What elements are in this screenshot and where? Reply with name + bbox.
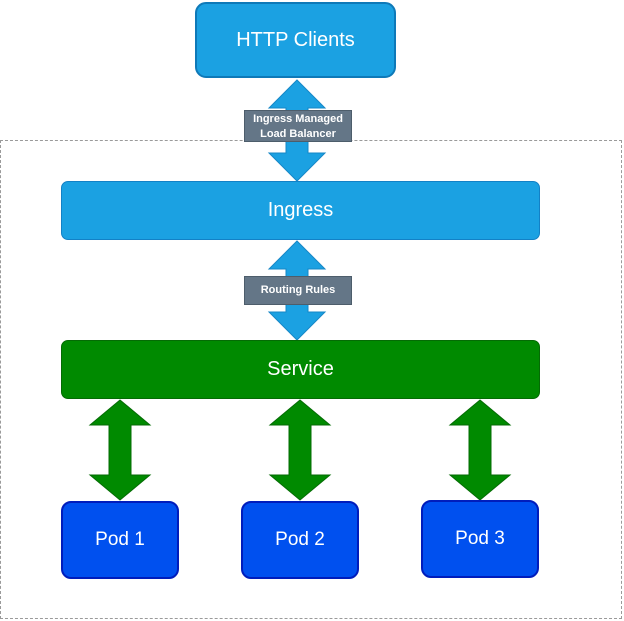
load-balancer-label-line-2: Load Balancer: [260, 128, 336, 140]
routing-rules-text: Routing Rules: [260, 284, 336, 296]
pod-3-label: Pod 3: [455, 528, 505, 549]
service-node: Service: [61, 340, 540, 399]
pod-3-node: Pod 3: [421, 500, 539, 578]
ingress-node: Ingress: [61, 181, 540, 240]
load-balancer-label-line-1: Ingress Managed: [253, 113, 343, 125]
http-clients-node: HTTP Clients: [195, 2, 396, 78]
ingress-label: Ingress: [267, 199, 334, 221]
pod-1-node: Pod 1: [61, 501, 179, 579]
http-clients-label: HTTP Clients: [236, 28, 355, 51]
routing-rules-label: Routing Rules: [244, 276, 352, 305]
pod-1-label: Pod 1: [95, 529, 145, 550]
pod-2-label: Pod 2: [275, 529, 325, 550]
arrow-service-pod-3: [448, 399, 512, 501]
arrow-service-pod-2: [268, 399, 332, 501]
load-balancer-label: Ingress Managed Load Balancer: [244, 110, 352, 142]
pod-2-node: Pod 2: [241, 501, 359, 579]
arrow-service-pod-1: [88, 399, 152, 501]
service-label: Service: [267, 358, 334, 380]
